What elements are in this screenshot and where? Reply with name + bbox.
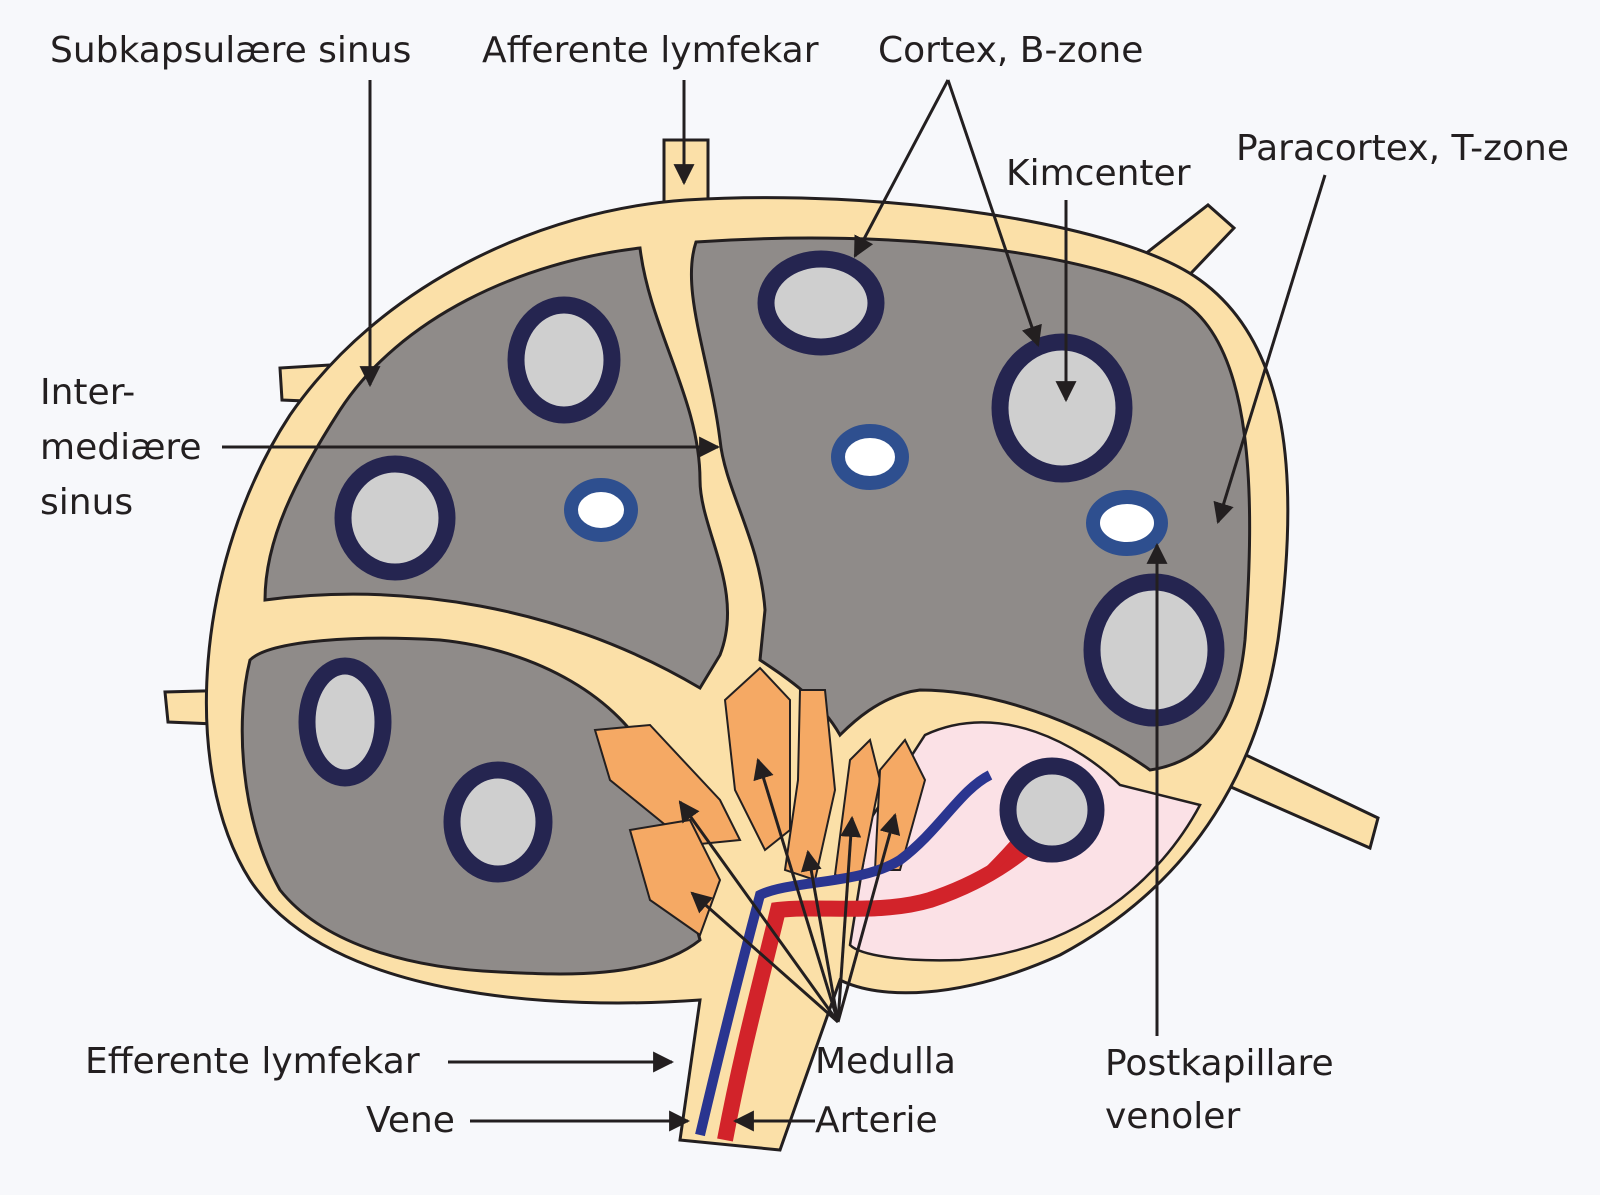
pointer-lines [222,79,1327,1132]
label-intermediaere-sinus-line3: sinus [40,482,133,523]
vein [695,770,993,1137]
label-vene: Vene [366,1100,455,1141]
venules [564,424,1168,556]
pointer-medulla [753,757,840,1023]
pointer-medulla [836,812,901,1023]
medulla-cord [833,738,882,882]
label-intermediaere-sinus-line1: Inter- [40,372,135,413]
label-intermediaere-sinus-line2: mediære [40,427,202,468]
artery [717,809,1067,1142]
follicle [443,761,553,883]
follicle [298,657,392,787]
label-subkapsulaere-sinus: Subkapsulære sinus [50,30,411,71]
label-efferente-lymfekar: Efferente lymfekar [85,1041,420,1082]
label-kimcenter: Kimcenter [1006,153,1191,194]
label-medulla: Medulla [815,1041,956,1082]
label-postkapillare-venoler-line2: venoler [1105,1096,1240,1137]
label-postkapillare-venoler-line1: Postkapillare [1105,1043,1334,1084]
follicle [1083,573,1225,727]
pointer-medulla [690,891,839,1024]
pointer-medulla [678,800,840,1023]
follicle [334,455,456,581]
venule [564,478,638,542]
afferent-vessel-stub [662,138,710,207]
venule [1086,490,1168,556]
pointer-cortex-b-zone-2 [946,79,1042,347]
pointer-medulla [836,815,862,1023]
label-paracortex-t-zone: Paracortex, T-zone [1236,128,1569,169]
pointer-paracortex [1213,174,1327,525]
follicles [298,250,1225,883]
labels: Subkapsulære sinus Afferente lymfekar Co… [40,30,1569,1141]
follicle [757,250,885,356]
follicle [991,333,1133,483]
venule [831,424,909,490]
pointer-cortex-b-zone-1 [853,79,950,258]
follicle [507,296,621,424]
pointer-medulla [800,849,840,1023]
label-afferente-lymfekar: Afferente lymfekar [482,30,819,71]
medulla-cord [593,723,742,847]
follicle [999,757,1105,863]
label-cortex-b-zone: Cortex, B-zone [878,30,1143,71]
label-arterie: Arterie [815,1100,938,1141]
